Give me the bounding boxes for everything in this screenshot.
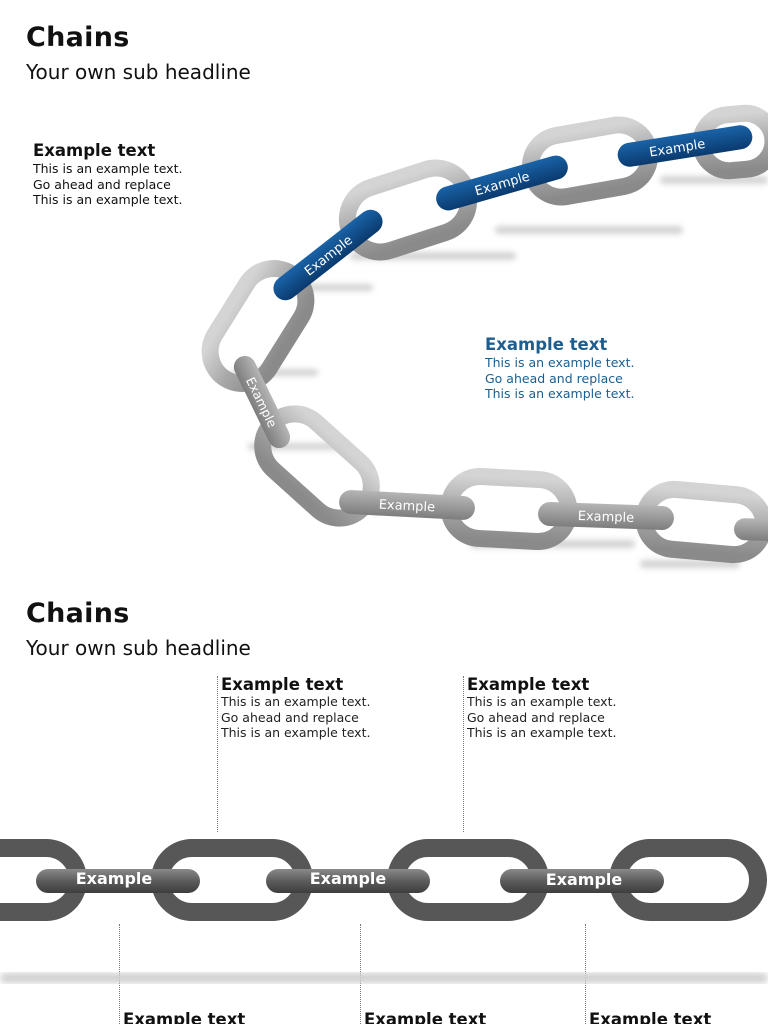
slide-straight-chain: Chains Your own sub headline — [0, 576, 768, 1024]
top-text-block-2: Example text This is an example text. Go… — [467, 675, 687, 741]
chain-label: Example — [546, 870, 623, 889]
top-text-block-1: Example text This is an example text. Go… — [221, 675, 441, 741]
straight-chain-graphic: Example Example Example — [0, 839, 768, 983]
left-block-line: This is an example text. — [33, 161, 183, 176]
slide2-title: Chains — [26, 598, 130, 629]
top-block-line: This is an example text. — [221, 694, 371, 709]
left-text-block: Example text This is an example text. Go… — [33, 141, 183, 208]
chain-label: Example — [577, 509, 634, 526]
top-block-line: Go ahead and replace — [221, 709, 359, 725]
leader-line — [217, 676, 218, 832]
curved-chain-graphic: Example Example Example Example Example … — [201, 104, 768, 568]
bottom-block-heading: Example text — [364, 1010, 487, 1024]
left-block-heading: Example text — [33, 141, 156, 160]
chain-label: Example — [310, 869, 387, 888]
top-block-line: Go ahead and replace — [467, 709, 605, 725]
center-text-block: Example text This is an example text. Go… — [485, 335, 635, 402]
center-block-heading: Example text — [485, 335, 608, 354]
top-block-heading: Example text — [221, 675, 344, 694]
center-block-line: This is an example text. — [485, 386, 635, 401]
chain-label: Example — [378, 498, 435, 516]
slide2-subtitle: Your own sub headline — [26, 636, 251, 660]
top-block-line: This is an example text. — [467, 725, 617, 740]
bottom-block-heading: Example text — [123, 1010, 246, 1024]
center-block-line: This is an example text. — [485, 355, 635, 370]
bottom-text-block-1: Example text — [123, 1010, 323, 1024]
chain-reflection — [0, 973, 768, 983]
leader-line — [463, 676, 464, 832]
bottom-text-block-2: Example text — [364, 1010, 564, 1024]
chain-bars: Example Example Example — [36, 869, 664, 893]
top-block-line: This is an example text. — [221, 725, 371, 740]
slide1-subtitle: Your own sub headline — [26, 60, 251, 84]
chain-label: Example — [76, 869, 153, 888]
top-block-heading: Example text — [467, 675, 590, 694]
left-block-line: This is an example text. — [33, 192, 183, 207]
top-block-line: This is an example text. — [467, 694, 617, 709]
left-block-line: Go ahead and replace — [33, 176, 171, 192]
center-block-line: Go ahead and replace — [485, 370, 623, 386]
bottom-text-block-3: Example text — [589, 1010, 759, 1024]
slide-curved-chain: Chains Your own sub headline — [26, 22, 768, 568]
bottom-block-heading: Example text — [589, 1010, 712, 1024]
slide1-title: Chains — [26, 22, 130, 53]
